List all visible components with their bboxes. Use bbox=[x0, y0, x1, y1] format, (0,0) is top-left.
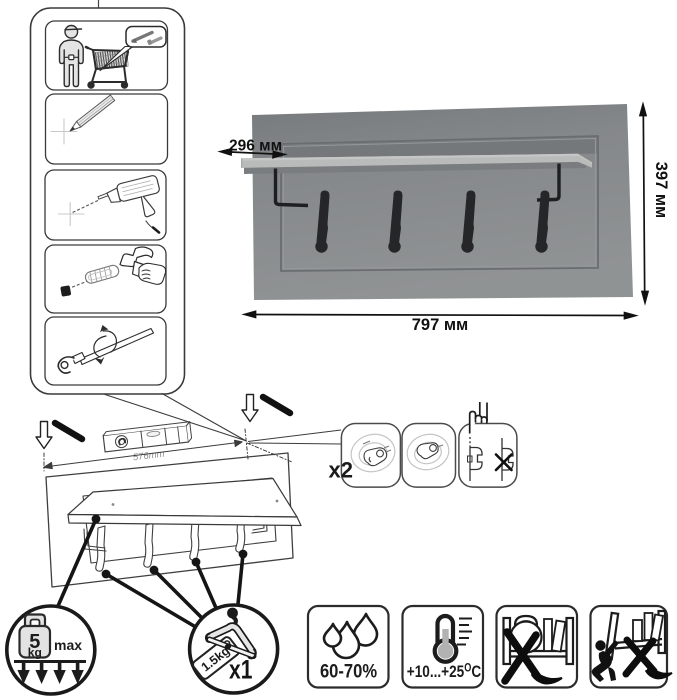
svg-text:kg: kg bbox=[28, 646, 42, 660]
svg-text:x2: x2 bbox=[329, 458, 353, 483]
svg-text:x1: x1 bbox=[229, 655, 252, 685]
svg-text:max: max bbox=[54, 637, 82, 653]
svg-text:296 мм: 296 мм bbox=[229, 138, 282, 155]
svg-text:397 мм: 397 мм bbox=[652, 162, 670, 219]
svg-text:+10...+25OC: +10...+25OC bbox=[407, 663, 481, 682]
svg-text:60-70%: 60-70% bbox=[320, 660, 377, 682]
svg-text:797 мм: 797 мм bbox=[412, 316, 469, 334]
svg-text:5: 5 bbox=[29, 631, 40, 653]
